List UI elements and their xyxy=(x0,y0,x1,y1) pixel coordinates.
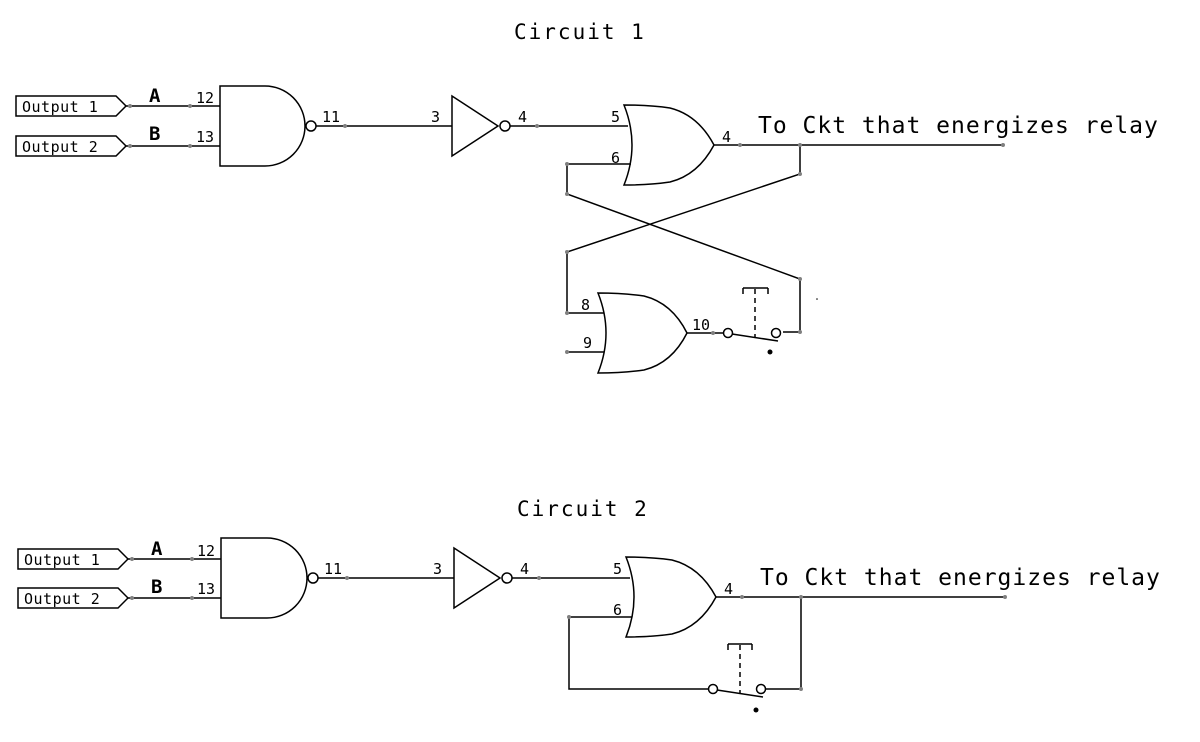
inverter-gate xyxy=(451,94,511,158)
input-port-label: Output 2 xyxy=(22,138,98,156)
inversion-bubble xyxy=(307,572,319,584)
pin-label: 5 xyxy=(613,560,622,578)
pin-label: 11 xyxy=(322,108,340,126)
pin-label: 4 xyxy=(724,580,733,598)
nand-gate xyxy=(219,85,317,167)
pin-label: 6 xyxy=(611,149,620,167)
junction-nodes xyxy=(130,557,1007,691)
input-port-label: Output 1 xyxy=(22,98,98,116)
wire-feedback-to-switch xyxy=(566,163,801,333)
signal-label-b: B xyxy=(149,123,160,145)
pin-label: 4 xyxy=(520,560,529,578)
wire-output-to-switch xyxy=(765,597,802,690)
pin-label: 3 xyxy=(431,108,440,126)
inverter-gate xyxy=(453,546,513,610)
pin-label: 12 xyxy=(197,542,215,560)
pin-label: 6 xyxy=(613,601,622,619)
input-port-output-1: Output 1 xyxy=(15,95,128,117)
inversion-bubble xyxy=(305,120,317,132)
input-port-output-2: Output 2 xyxy=(17,587,130,609)
pushbutton-switch xyxy=(722,287,782,355)
pin-label: 13 xyxy=(197,580,215,598)
pushbutton-switch xyxy=(707,643,767,713)
destination-label: To Ckt that energizes relay xyxy=(758,113,1159,139)
pin-label: 4 xyxy=(518,108,527,126)
signal-label-b: B xyxy=(151,576,162,598)
pin-label: 3 xyxy=(433,560,442,578)
pin-label: 12 xyxy=(196,89,214,107)
input-port-label: Output 1 xyxy=(24,551,100,569)
or-gate-2 xyxy=(596,292,688,374)
circuit-1-title: Circuit 1 xyxy=(514,20,646,44)
pin-label: 4 xyxy=(722,128,731,146)
inversion-bubble xyxy=(499,120,511,132)
pin-label: 8 xyxy=(581,296,590,314)
destination-label: To Ckt that energizes relay xyxy=(760,565,1161,591)
pin-label: 11 xyxy=(324,560,342,578)
stray-dot xyxy=(816,298,818,300)
pin-label: 13 xyxy=(196,128,214,146)
pin-label: 9 xyxy=(583,334,592,352)
wire-feedback-to-switch xyxy=(568,616,709,690)
input-port-output-2: Output 2 xyxy=(15,135,128,157)
or-gate xyxy=(622,104,715,186)
pin-label: 5 xyxy=(611,108,620,126)
signal-label-a: A xyxy=(149,85,161,107)
signal-label-a: A xyxy=(151,538,163,560)
circuit-2-title: Circuit 2 xyxy=(517,497,649,521)
input-port-label: Output 2 xyxy=(24,590,100,608)
circuit-2: Circuit 2 Output 1 Output 2 A B 12 13 11… xyxy=(17,497,1161,713)
input-port-output-1: Output 1 xyxy=(17,548,130,570)
pin-label: 10 xyxy=(692,316,710,334)
nand-gate xyxy=(220,537,319,619)
inversion-bubble xyxy=(501,572,513,584)
junction-nodes xyxy=(128,104,1005,354)
circuit-1: Circuit 1 Output 1 Output 2 A B 12 13 11… xyxy=(15,20,1159,374)
or-gate xyxy=(624,556,717,638)
